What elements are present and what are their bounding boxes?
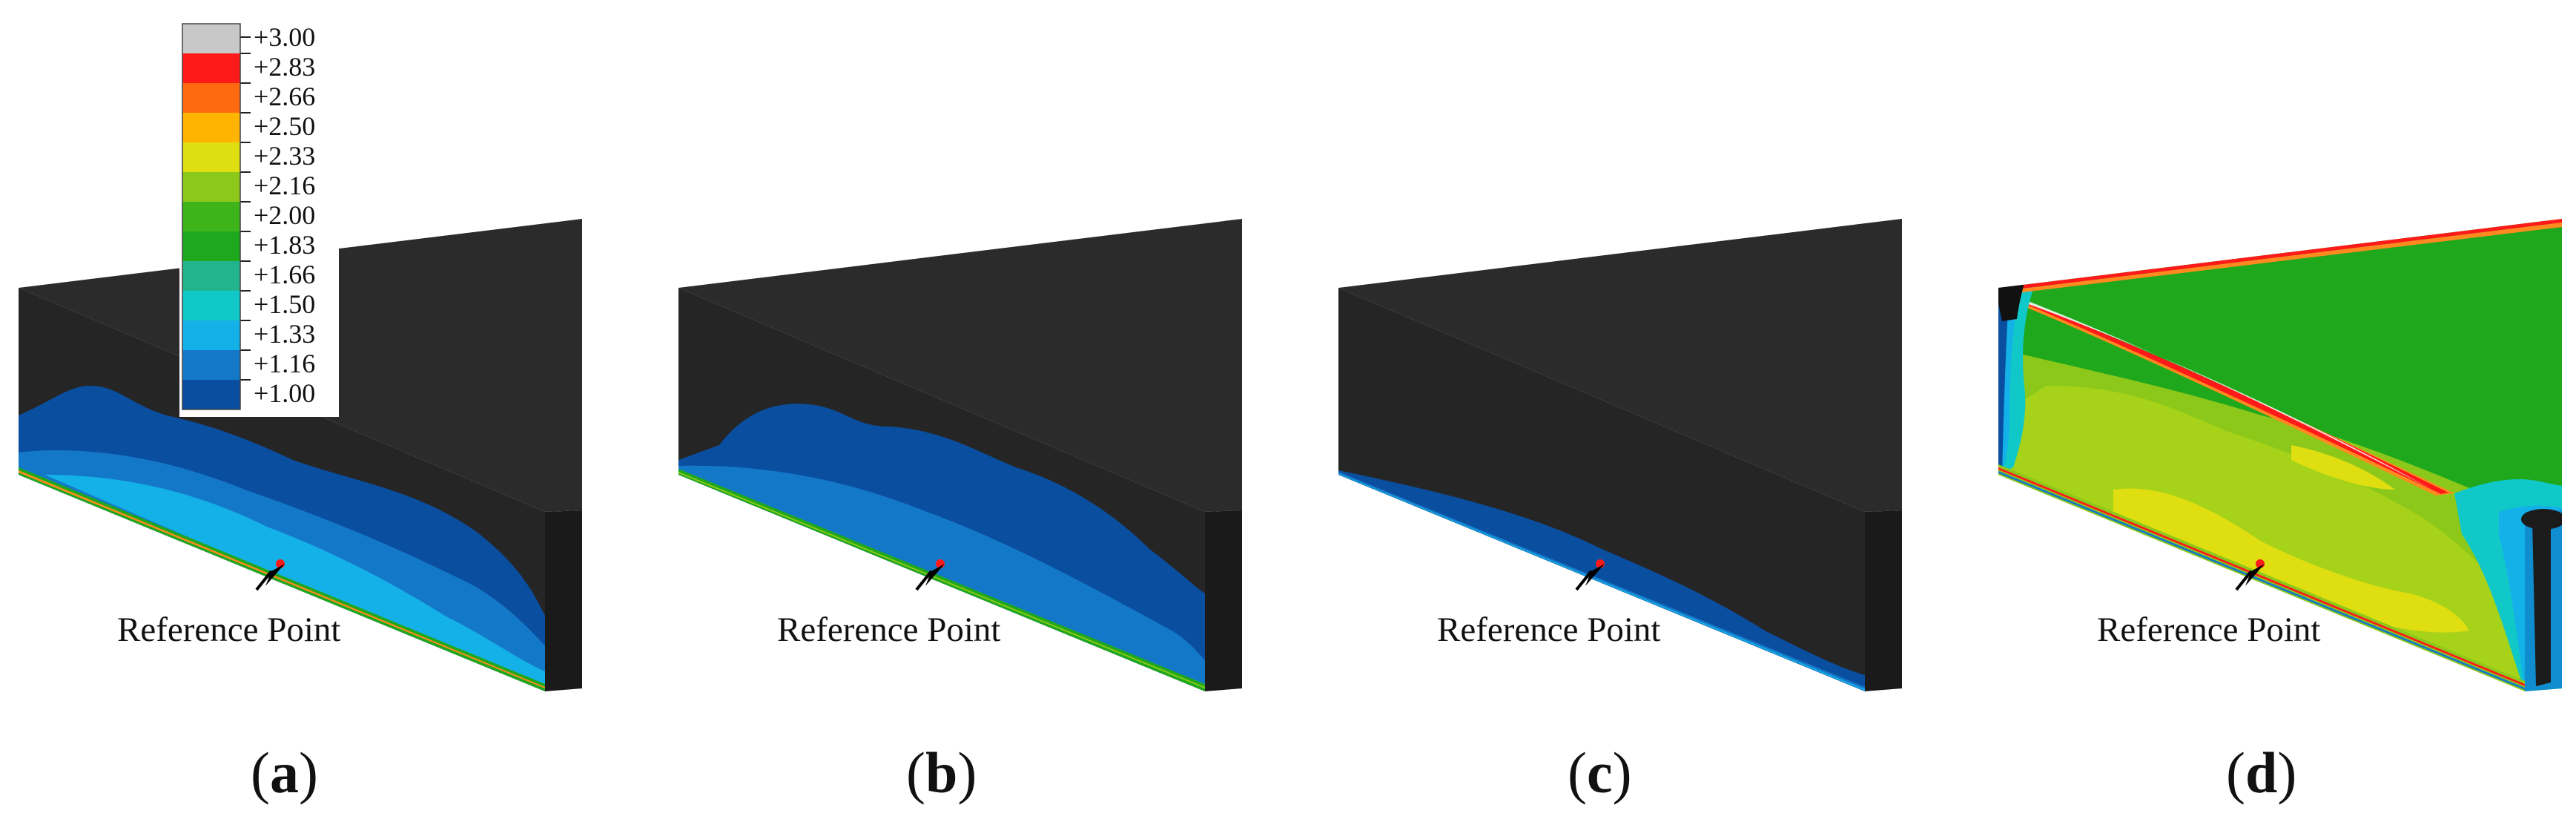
reference-point-label: Reference Point: [117, 611, 340, 649]
legend-label: +2.83: [254, 52, 315, 82]
legend-swatch: [182, 350, 240, 380]
legend-swatch: [182, 83, 240, 113]
legend-swatch: [182, 261, 240, 291]
reference-point-marker: [2235, 559, 2265, 591]
panel-label-b: (b): [906, 740, 977, 805]
box-model: [678, 219, 1242, 691]
legend-swatch: [182, 380, 240, 409]
reference-point-label: Reference Point: [1437, 611, 1660, 649]
legend-swatch: [182, 53, 240, 83]
legend-swatch: [182, 320, 240, 350]
reference-point-label: Reference Point: [2097, 611, 2320, 649]
legend-label: +3.00: [254, 22, 315, 52]
panel-label-c: (c): [1568, 740, 1632, 805]
legend-swatch: [182, 172, 240, 202]
legend-label: +2.50: [254, 111, 315, 141]
panel-d: Reference Point (d): [1998, 219, 2562, 805]
legend-swatch: [182, 291, 240, 320]
legend-label: +1.50: [254, 289, 315, 319]
panel-label-d: (d): [2226, 740, 2296, 805]
legend-label: +1.00: [254, 378, 315, 408]
panel-label-a: (a): [251, 740, 318, 805]
legend-swatch: [182, 113, 240, 142]
legend-swatch: [182, 142, 240, 172]
legend-label: +1.16: [254, 349, 315, 378]
legend-swatch: [182, 202, 240, 231]
contour-field: [19, 386, 545, 691]
legend-label: +1.66: [254, 260, 315, 289]
color-legend: +3.00+2.83+2.66+2.50+2.33+2.16+2.00+1.83…: [179, 16, 339, 417]
legend-swatch: [182, 231, 240, 261]
box-model: [19, 219, 582, 691]
contour-field: [1338, 470, 1865, 691]
panel-b: Reference Point (b): [678, 219, 1242, 805]
panel-a: Reference Point (a): [19, 219, 582, 805]
legend-label: +2.16: [254, 171, 315, 200]
legend-label: +2.66: [254, 82, 315, 111]
contour-field: [678, 404, 1205, 691]
legend-label: +1.33: [254, 319, 315, 349]
legend-label: +2.33: [254, 141, 315, 171]
panel-c: Reference Point (c): [1338, 219, 1902, 805]
reference-point-marker: [255, 559, 285, 591]
reference-point-label: Reference Point: [777, 611, 1000, 649]
legend-label: +1.83: [254, 230, 315, 260]
legend-swatch: [182, 24, 240, 53]
legend-label: +2.00: [254, 200, 315, 230]
box-model: [1338, 219, 1902, 691]
reference-point-marker: [915, 559, 945, 591]
reference-point-marker: [1575, 559, 1605, 591]
